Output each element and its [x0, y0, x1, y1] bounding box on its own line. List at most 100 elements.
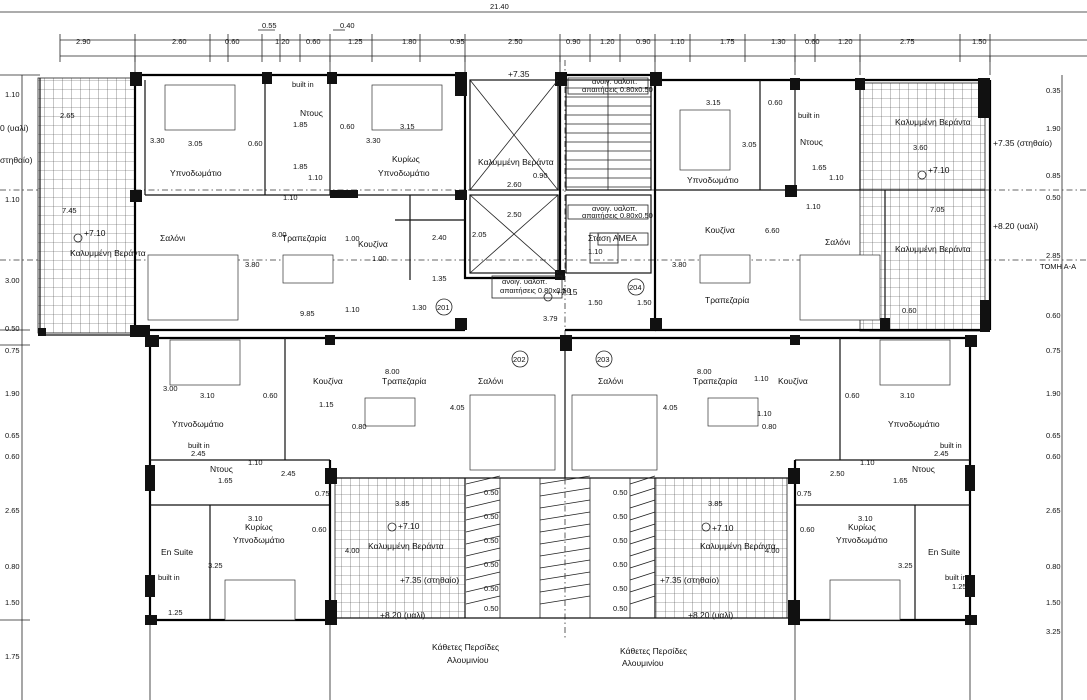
dim-top-9: 2.50 — [508, 37, 523, 46]
idim-22: 2.05 — [472, 230, 487, 239]
idim-47: 0.80 — [352, 422, 367, 431]
louvre — [539, 547, 591, 557]
left-dimension-chain: 1.10 1.10 3.00 0.50 0.75 1.90 0.65 0.60 … — [0, 74, 40, 700]
builtin-2: built in — [798, 111, 820, 120]
idim-44: 1.15 — [319, 400, 334, 409]
idim-42: 3.00 — [163, 384, 178, 393]
louvres-note-right-2: Αλουμινίου — [622, 658, 664, 668]
louvre — [539, 535, 591, 545]
room-bedroom-2: Υπνοδωμάτιο — [687, 175, 739, 185]
idim-7: 1.85 — [293, 162, 308, 171]
louvre — [539, 559, 591, 569]
idim-54: 4.00 — [345, 546, 360, 555]
apt-204: 204 — [629, 283, 642, 292]
room-living-1: Σαλόνι — [160, 233, 185, 243]
room-living-3: Σαλόνι — [478, 376, 503, 386]
furniture — [147, 84, 951, 621]
idim-32: 3.05 — [742, 140, 757, 149]
louvre — [629, 475, 656, 485]
louvre-strip — [465, 475, 656, 618]
dim-top-17: 1.20 — [838, 37, 853, 46]
louvre — [629, 499, 656, 509]
room-shower-1: Ντους — [300, 108, 323, 118]
interior-dimensions: 2.65 7.45 3.30 3.05 0.60 1.85 1.85 1.10 … — [60, 98, 967, 617]
louvre — [465, 475, 501, 485]
dim-top-12: 0.90 — [636, 37, 651, 46]
idim-3: 3.30 — [150, 136, 165, 145]
room-ensuite-1: En Suite — [161, 547, 193, 557]
room-master-1-a: Κυρίως — [392, 154, 420, 164]
dim-top-11: 1.20 — [600, 37, 615, 46]
window-specs: ανοιγ. υαλοπ. απαιτήσεις 0.80x0.50 ανοιγ… — [491, 77, 653, 299]
idim-14: 3.80 — [245, 260, 260, 269]
idim-59: 8.00 — [697, 367, 712, 376]
dim-right-2: 1.90 — [1046, 124, 1061, 133]
sofa-left — [147, 254, 239, 321]
idim-39: 7.05 — [930, 205, 945, 214]
level-veranda-bl: +7.10 — [398, 521, 420, 531]
idim-79: 0.50 — [484, 536, 499, 545]
dim-left-4: 0.50 — [5, 324, 20, 333]
bed-7 — [829, 579, 901, 621]
dim-top-small-1: 0.55 — [262, 21, 277, 30]
window-spec-1: ανοιγ. υαλοπ. — [592, 77, 637, 86]
room-veranda-right: Καλυμμένη Βεράντα — [895, 244, 971, 254]
top-dimension-chain: 21.40 0.55 0.40 2.90 2.60 0.60 1.20 0.60… — [0, 2, 1087, 62]
dim-top-3: 0.60 — [225, 37, 240, 46]
idim-15: 1.00 — [345, 234, 360, 243]
idim-31: 0.60 — [768, 98, 783, 107]
idim-33: 1.65 — [812, 163, 827, 172]
idim-83: 0.50 — [613, 488, 628, 497]
dim-top-10: 0.90 — [566, 37, 581, 46]
room-veranda-right-top: Καλυμμένη Βεράντα — [895, 117, 971, 127]
louvre — [629, 487, 656, 497]
louvre — [539, 475, 591, 485]
louvre — [629, 583, 656, 593]
idim-17: 2.40 — [432, 233, 447, 242]
idim-70: 0.75 — [797, 489, 812, 498]
room-dining-1: Τραπεζαρία — [282, 233, 326, 243]
level-glass-bl: +8.20 (υαλί) — [380, 610, 425, 620]
idim-35: 1.10 — [806, 202, 821, 211]
idim-67: 1.10 — [860, 458, 875, 467]
room-bedroom-1: Υπνοδωμάτιο — [170, 168, 222, 178]
dim-top-14: 1.75 — [720, 37, 735, 46]
idim-63: 0.80 — [762, 422, 777, 431]
idim-19: 1.30 — [412, 303, 427, 312]
room-living-4: Σαλόνι — [598, 376, 623, 386]
room-shower-3: Ντους — [210, 464, 233, 474]
idim-48: 2.45 — [191, 449, 206, 458]
dim-right-14: 3.25 — [1046, 627, 1061, 636]
idim-24: 2.60 — [507, 180, 522, 189]
idim-38: 3.60 — [913, 143, 928, 152]
dim-top-18: 2.75 — [900, 37, 915, 46]
idim-23: 2.50 — [507, 210, 522, 219]
sofa-lower-left — [469, 394, 556, 471]
idim-25: 0.90 — [533, 171, 548, 180]
idim-55: 3.10 — [248, 514, 263, 523]
idim-72: 4.00 — [765, 546, 780, 555]
louvre — [629, 595, 656, 605]
dim-right-11: 2.65 — [1046, 506, 1061, 515]
louvre — [465, 487, 501, 497]
level-railing-br: +7.35 (στηθαίο) — [660, 575, 719, 585]
room-dining-3: Τραπεζαρία — [382, 376, 426, 386]
dim-left-7: 0.65 — [5, 431, 20, 440]
dim-left-6: 1.90 — [5, 389, 20, 398]
level-core: +7.15 — [556, 287, 578, 297]
room-master-1-b: Υπνοδωμάτιο — [378, 168, 430, 178]
idim-76: 1.25 — [952, 582, 967, 591]
idim-1: 2.65 — [60, 111, 75, 120]
louvre — [539, 511, 591, 521]
room-shower-4: Ντους — [912, 464, 935, 474]
idim-40: 0.60 — [902, 306, 917, 315]
idim-78: 0.50 — [484, 512, 499, 521]
idim-36: 6.60 — [765, 226, 780, 235]
louvre — [629, 523, 656, 533]
room-veranda-core: Καλυμμένη Βεράντα — [478, 157, 554, 167]
idim-41: 3.10 — [200, 391, 215, 400]
room-veranda-left: Καλυμμένη Βεράντα — [70, 248, 146, 258]
level-railing-bl: +7.35 (στηθαίο) — [400, 575, 459, 585]
idim-81: 0.50 — [484, 584, 499, 593]
